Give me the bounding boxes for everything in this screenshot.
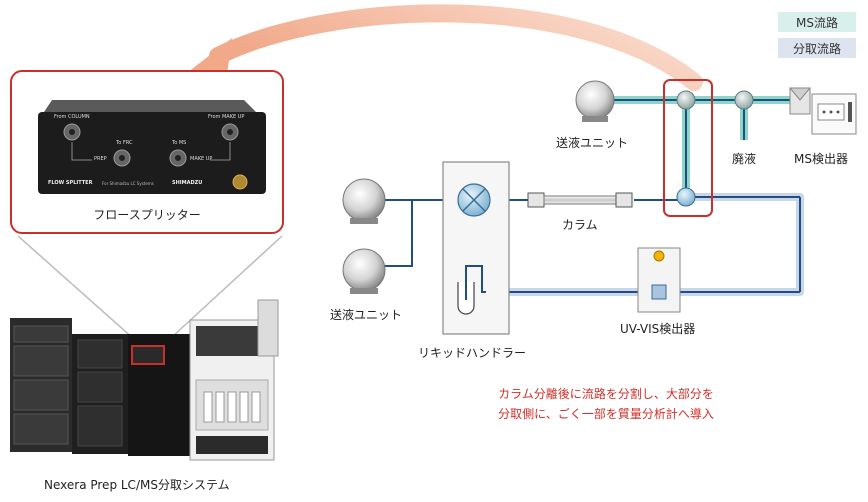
pump-top-label: 送液ユニット: [556, 136, 629, 150]
note-line-1: カラム分離後に流路を分割し、大部分を: [498, 387, 714, 401]
pump-top: [575, 80, 615, 122]
liquid-handler-label: リキッドハンドラー: [418, 346, 527, 360]
splitter-from-makeup: From MAKE UP: [208, 114, 245, 120]
leader-line-right: [159, 235, 283, 349]
instrument-photo: [10, 299, 279, 461]
leader-line-left: [17, 235, 145, 349]
callout-arrow: [209, 4, 703, 91]
waste-tee: [734, 90, 754, 110]
legend-ms-path: MS流路: [778, 12, 856, 32]
column-label: カラム: [562, 218, 598, 232]
split-explanation-note: カラム分離後に流路を分割し、大部分を 分取側に、ごく一部を質量分析計へ導入: [456, 384, 756, 424]
pump-left-1: [342, 178, 386, 224]
splitter-from-column: From COLUMN: [54, 114, 90, 120]
flow-splitter-callout: From COLUMN From MAKE UP To FRC To MS PR…: [10, 70, 284, 234]
splitter-makeup: MAKE UP: [190, 156, 213, 162]
column: [527, 192, 633, 208]
waste-label: 廃液: [732, 152, 757, 166]
ms-detector-label: MS検出器: [794, 152, 848, 166]
splitter-highlight: [663, 79, 713, 217]
splitter-node-top: [676, 90, 696, 110]
system-caption: Nexera Prep LC/MS分取システム: [44, 478, 230, 492]
splitter-node-bottom: [676, 187, 696, 207]
splitter-subtext: For Shimadzu LC Systems: [102, 181, 154, 186]
splitter-to-frc: To FRC: [116, 140, 133, 146]
splitter-product-name: FLOW SPLITTER: [48, 180, 93, 186]
legend-prep-path: 分取流路: [778, 38, 856, 58]
ms-flow-path: [612, 96, 790, 197]
flow-splitter-image: [38, 100, 266, 194]
splitter-brand-logo: SHIMADZU: [172, 180, 203, 186]
uvvis-detector-label: UV-VIS検出器: [620, 322, 696, 336]
splitter-to-ms: To MS: [172, 140, 187, 146]
uvvis-detector: [637, 247, 681, 313]
flow-splitter-label: フロースプリッター: [93, 208, 201, 222]
note-line-2: 分取側に、ごく一部を質量分析計へ導入: [498, 407, 714, 421]
pump-left-2: [342, 248, 386, 294]
pump-bottom-label: 送液ユニット: [330, 308, 403, 322]
splitter-prep: PREP: [94, 156, 107, 162]
ms-detector: [788, 87, 857, 135]
